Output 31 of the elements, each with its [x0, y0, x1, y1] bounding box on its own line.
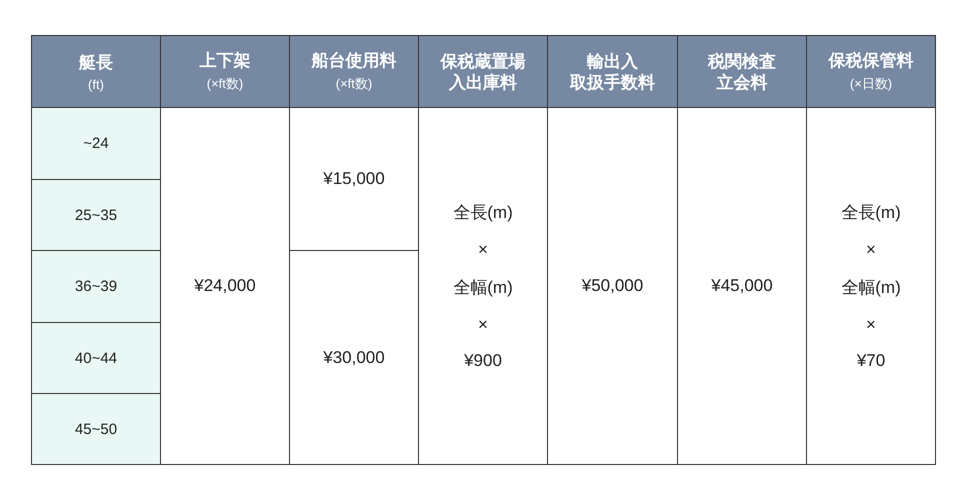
price: ¥900: [464, 351, 502, 371]
multiply-sign: ×: [866, 315, 876, 335]
price: ¥50,000: [582, 276, 644, 296]
length-range: ~24: [83, 135, 109, 152]
column-heading: 上下架: [200, 50, 250, 71]
column-heading: 艇長: [79, 52, 113, 72]
column-heading: 税関検査立会料: [708, 50, 776, 92]
formula-term: 全幅(m): [453, 277, 513, 299]
price: ¥70: [856, 351, 886, 371]
length-range: 40~44: [74, 350, 118, 366]
unit-note: (×ft数): [336, 75, 372, 93]
length-range: 45~50: [74, 420, 118, 438]
price: ¥30,000: [323, 348, 385, 368]
multiply-sign: ×: [478, 240, 488, 260]
price: ¥15,000: [323, 169, 385, 189]
length-range: 36~39: [74, 278, 118, 295]
unit-note: (ft): [88, 76, 104, 92]
multiply-sign: ×: [866, 240, 876, 260]
column-heading: 輸出入取扱手数料: [570, 50, 655, 92]
length-range: 25~35: [74, 206, 118, 224]
price: ¥45,000: [711, 276, 773, 296]
column-heading: 保税保管料: [828, 50, 914, 71]
unit-note: (×ft数): [206, 75, 244, 93]
formula-term: 全幅(m): [841, 277, 901, 299]
multiply-sign: ×: [478, 315, 488, 335]
formula-term: 全長(m): [453, 202, 513, 224]
unit-note: (×日数): [850, 75, 892, 93]
price: ¥24,000: [194, 276, 256, 296]
column-heading: 保税蔵置場入出庫料: [440, 50, 526, 92]
formula-term: 全長(m): [841, 202, 901, 224]
column-heading: 船台使用料: [312, 50, 396, 71]
